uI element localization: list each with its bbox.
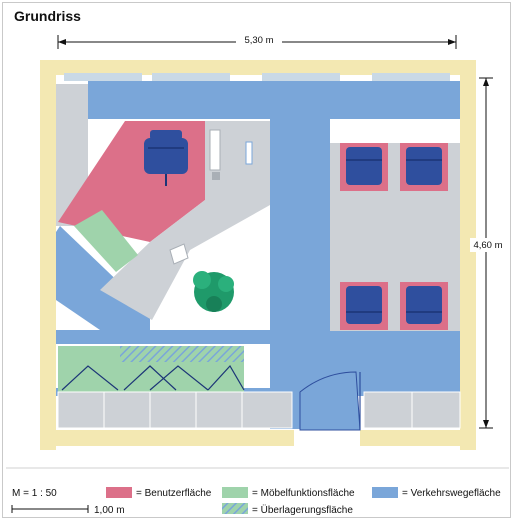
legend-swatch-verkehr: [372, 487, 398, 498]
scale-bar: [11, 505, 89, 513]
window-1: [64, 73, 142, 81]
office-chair-icon: [144, 130, 188, 186]
phone-icon: [245, 141, 253, 165]
legend-swatch-ueberlagerung: [222, 503, 248, 514]
wall-right: [460, 60, 476, 450]
chair-icon: [346, 286, 382, 324]
scale-ratio: M = 1 : 50: [12, 488, 57, 499]
diagram-title: Grundriss: [14, 8, 81, 24]
wall-bottom-left: [40, 430, 294, 446]
legend-label-verkehr: = Verkehrswegefläche: [402, 488, 501, 499]
legend-swatch-moebel: [222, 487, 248, 498]
legend-label-ueberlagerung: = Überlagerungsfläche: [252, 504, 353, 516]
overlap-area: [120, 346, 244, 362]
window-2: [152, 73, 230, 81]
meeting-table-group: [330, 143, 460, 331]
traffic-top-band: [88, 81, 460, 119]
traffic-lower-band: [56, 330, 330, 344]
height-dimension-label: 4,60 m: [473, 240, 502, 251]
scale-bar-label: 1,00 m: [94, 505, 125, 516]
legend-label-benutzer: = Benutzerfläche: [136, 488, 212, 499]
paper-icon: [169, 243, 189, 265]
chair-icon: [406, 147, 442, 185]
window-3: [262, 73, 340, 81]
height-dimension: [470, 77, 508, 429]
mouse-icon: [212, 172, 220, 180]
window-4: [372, 73, 450, 81]
walls: [40, 60, 476, 450]
traffic-center-column: [270, 119, 330, 429]
width-dimension: [57, 33, 457, 49]
desk: [100, 121, 270, 320]
monitor-icon: [209, 129, 221, 171]
windows: [64, 73, 450, 81]
legend-swatch-benutzer: [106, 487, 132, 498]
door: [299, 371, 361, 431]
chair-icon: [406, 286, 442, 324]
chair-icon: [346, 147, 382, 185]
wall-top: [40, 60, 476, 75]
plant-icon: [193, 271, 234, 312]
wall-left: [40, 60, 56, 450]
wall-bottom-right: [360, 430, 476, 446]
width-dimension-label: 5,30 m: [244, 35, 273, 46]
storage-cabinets: [57, 346, 461, 429]
legend-label-moebel: = Möbelfunktionsfläche: [252, 488, 355, 499]
furniture-area-desk: [74, 210, 138, 272]
